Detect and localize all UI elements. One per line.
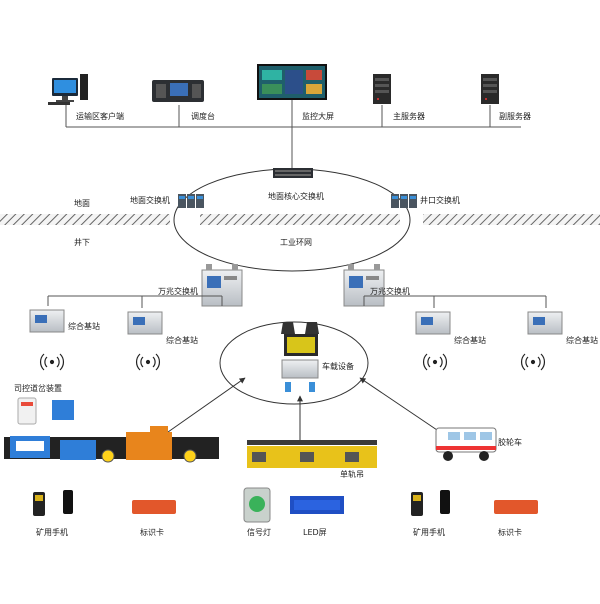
- gigabit-right-label: 万兆交换机: [370, 287, 410, 296]
- gigabit-left-label: 万兆交换机: [158, 287, 198, 296]
- rail-track-icon: [4, 426, 219, 463]
- signal-light-icon: [243, 487, 271, 523]
- monorail-label: 单轨吊: [340, 470, 364, 479]
- mining-phone-right-icon: [411, 490, 450, 516]
- monitor-bigscreen-icon: [257, 64, 327, 100]
- switch-control-device-icon: [17, 397, 74, 425]
- shaft-switch-label: 井口交换机: [420, 196, 460, 205]
- main-server-label: 主服务器: [393, 112, 425, 121]
- wireless-signal-icon: [40, 353, 545, 371]
- backup-server-icon: [481, 74, 499, 104]
- base-station-2-label: 综合基站: [166, 336, 198, 345]
- card-left-label: 标识卡: [140, 528, 164, 537]
- core-switch-label: 地面核心交换机: [268, 192, 324, 201]
- underground-label: 井下: [74, 238, 90, 247]
- base-station-links: [47, 295, 547, 308]
- onboard-label: 车载设备: [322, 362, 354, 371]
- base-station-2-icon: [127, 311, 163, 335]
- arrow-to-onboard-left: [167, 377, 246, 433]
- onboard-device-icon: [281, 322, 319, 392]
- id-card-right-icon: [494, 500, 538, 514]
- base-station-4-icon: [527, 311, 563, 335]
- rubber-car-label: 胶轮车: [498, 438, 522, 447]
- led-label: LED屏: [303, 528, 327, 537]
- dispatch-label: 调度台: [191, 112, 215, 121]
- backup-server-label: 副服务器: [499, 112, 531, 121]
- phone-left-label: 矿用手机: [36, 528, 68, 537]
- ring-label: 工业环网: [280, 238, 312, 247]
- mining-phone-left-icon: [33, 490, 73, 516]
- rubber-wheel-car-icon: [435, 427, 497, 461]
- phone-right-label: 矿用手机: [413, 528, 445, 537]
- surface-switch-label: 地面交换机: [130, 196, 170, 205]
- surface-switch-icon: [178, 194, 204, 208]
- onboard-ring: [219, 321, 369, 405]
- core-switch-icon: [273, 168, 313, 178]
- card-right-label: 标识卡: [498, 528, 522, 537]
- monorail-icon: [247, 440, 377, 468]
- ground-label: 地面: [74, 199, 90, 208]
- arrow-to-onboard-right: [359, 377, 441, 433]
- base-station-3-label: 综合基站: [454, 336, 486, 345]
- id-card-left-icon: [132, 500, 176, 514]
- switch-device-label: 司控道岔装置: [14, 384, 62, 393]
- base-station-3-icon: [415, 311, 451, 335]
- desktop-client-icon: [48, 74, 88, 105]
- base-station-1-label: 综合基站: [68, 322, 100, 331]
- ground-bar-center: [200, 214, 400, 225]
- main-server-icon: [373, 74, 391, 104]
- dispatch-console-icon: [152, 80, 204, 102]
- bigscreen-label: 监控大屏: [302, 112, 334, 121]
- led-screen-icon: [290, 496, 344, 514]
- signal-light-label: 信号灯: [247, 528, 271, 537]
- base-station-4-label: 综合基站: [566, 336, 598, 345]
- base-station-1-icon: [29, 309, 65, 333]
- ground-bar-left: [0, 214, 170, 225]
- shaft-switch-icon: [391, 194, 417, 208]
- ground-bar-right: [423, 214, 600, 225]
- client-label: 运输区客户端: [76, 112, 124, 121]
- top-bus-lines: [65, 100, 521, 170]
